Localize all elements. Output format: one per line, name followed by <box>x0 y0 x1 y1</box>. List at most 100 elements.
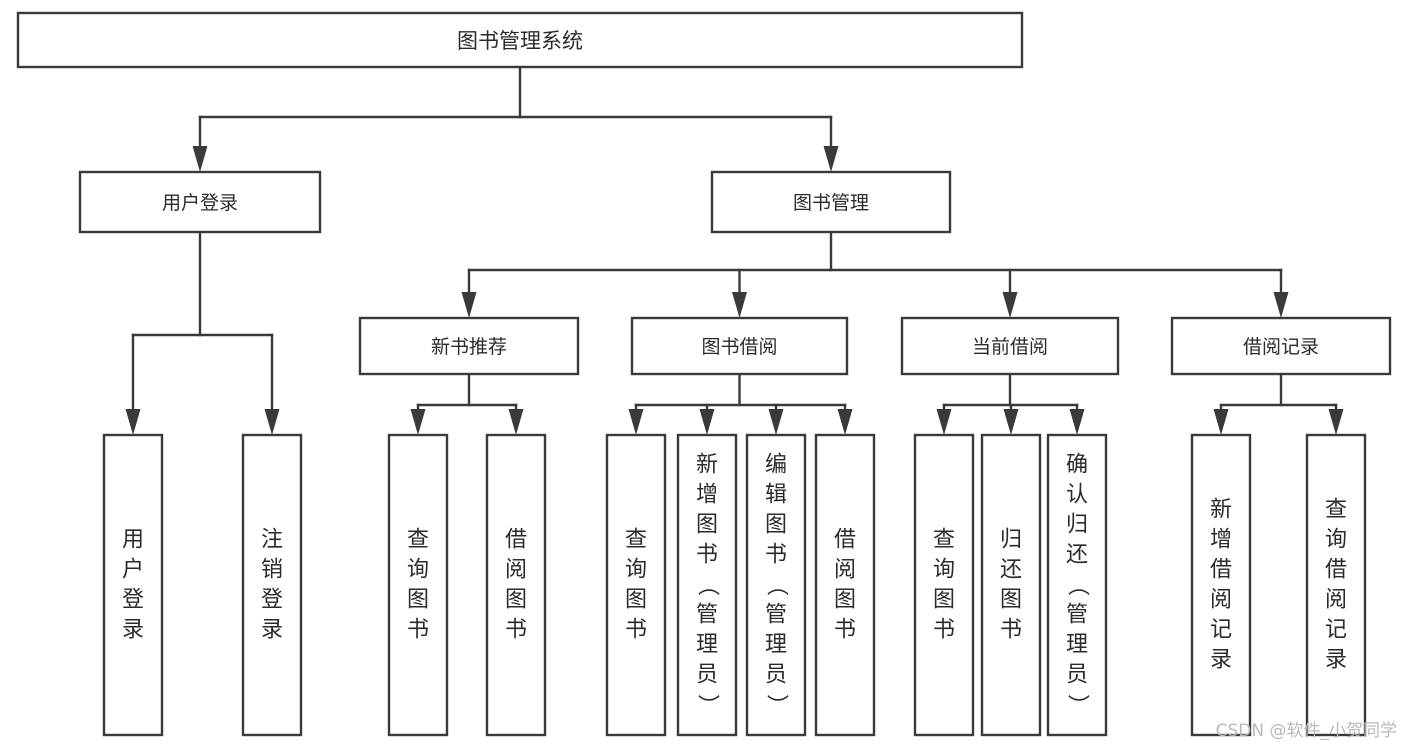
leaf-label-char: 记 <box>1210 618 1232 643</box>
level2-node-book-management[interactable] <box>710 170 952 234</box>
leaf-label-char: 查 <box>1325 498 1347 523</box>
leaf-label-char: 查 <box>625 528 647 553</box>
leaf-node-box[interactable] <box>745 433 807 737</box>
leaf-label-char: 图 <box>834 588 856 613</box>
arrow-head-icon <box>461 292 477 318</box>
leaf-label-char: 户 <box>122 558 144 583</box>
leaf-node-box[interactable] <box>485 433 547 737</box>
leaf-label-char: 员 <box>696 663 718 688</box>
level2-node-user-login-label: 用户登录 <box>162 192 238 214</box>
leaf-label-char: 员 <box>1066 663 1088 688</box>
leaf-label-char: 管 <box>696 603 718 628</box>
leaf-node-box[interactable] <box>913 433 975 737</box>
level3-node-current-borrow[interactable] <box>900 316 1120 376</box>
arrow-head-icon <box>1002 292 1018 318</box>
leaf-label-char: 编 <box>765 453 787 478</box>
leaf-node-box[interactable] <box>676 433 738 737</box>
arrow-head-icon <box>823 146 839 172</box>
leaf-label-char: 归 <box>1000 528 1022 553</box>
leaf-label-char: 查 <box>933 528 955 553</box>
leaf-label-char: 还 <box>1066 543 1088 568</box>
leaf-label-char: 还 <box>1000 558 1022 583</box>
level3-node-borrow-record[interactable] <box>1170 316 1392 376</box>
arrow-head-icon <box>628 409 644 435</box>
leaf-label-char: 阅 <box>505 558 527 583</box>
leaf-label-char: 书 <box>765 543 787 568</box>
leaf-node-box[interactable] <box>102 433 164 737</box>
leaf-label-char: 增 <box>696 483 718 508</box>
leaf-label-char: 录 <box>261 618 283 643</box>
level3-node-borrow-record-label: 借阅记录 <box>1243 336 1319 358</box>
leaf-label-char: （ <box>695 574 720 596</box>
level3-node-current-borrow-label: 当前借阅 <box>972 336 1048 358</box>
leaf-label-char: 录 <box>122 618 144 643</box>
leaf-label-char: 图 <box>407 588 429 613</box>
leaf-node-box[interactable] <box>1305 433 1367 737</box>
arrow-head-icon <box>1213 409 1229 435</box>
level2-node-user-login[interactable] <box>78 170 322 234</box>
node-layer: 图书管理系统用户登录图书管理新书推荐图书借阅当前借阅借阅记录用户登录注销登录查询… <box>16 11 1392 737</box>
leaf-label-char: 询 <box>1325 528 1347 553</box>
leaf-label-char: ） <box>695 694 720 716</box>
leaf-label-char: 图 <box>625 588 647 613</box>
leaf-node-label: 用户登录 <box>122 528 144 643</box>
leaf-node-box[interactable] <box>387 433 449 737</box>
level3-node-new-book-recommend[interactable] <box>358 316 580 376</box>
leaf-node-box[interactable] <box>1190 433 1252 737</box>
leaf-label-char: 辑 <box>765 483 787 508</box>
arrow-head-icon <box>1273 292 1289 318</box>
arrow-head-icon <box>1003 409 1019 435</box>
root-node-root[interactable] <box>16 11 1024 69</box>
leaf-label-char: 录 <box>1325 648 1347 673</box>
leaf-label-char: 借 <box>1210 558 1232 583</box>
arrow-head-icon <box>1328 409 1344 435</box>
leaf-label-char: ） <box>1065 694 1090 716</box>
leaf-label-char: 图 <box>1000 588 1022 613</box>
leaf-node-box[interactable] <box>241 433 303 737</box>
level3-node-new-book-recommend-label: 新书推荐 <box>431 336 507 358</box>
leaf-label-char: 查 <box>407 528 429 553</box>
leaf-label-char: 图 <box>696 513 718 538</box>
leaf-label-char: 书 <box>625 618 647 643</box>
leaf-node-box[interactable] <box>1046 433 1108 737</box>
leaf-label-char: 书 <box>834 618 856 643</box>
leaf-label-char: 理 <box>1066 633 1088 658</box>
leaf-label-char: 图 <box>505 588 527 613</box>
leaf-node-box[interactable] <box>605 433 667 737</box>
level3-node-book-borrow[interactable] <box>630 316 849 376</box>
arrow-head-icon <box>732 292 747 318</box>
root-node-root-label: 图书管理系统 <box>457 29 583 53</box>
leaf-node-box[interactable] <box>814 433 876 737</box>
leaf-label-char: ） <box>764 694 789 716</box>
arrow-head-icon <box>192 146 208 172</box>
arrow-head-icon <box>699 409 715 435</box>
connector-layer <box>125 65 1344 435</box>
arrow-head-icon <box>410 409 426 435</box>
leaf-label-char: 管 <box>765 603 787 628</box>
arrow-head-icon <box>837 409 853 435</box>
leaf-label-char: 注 <box>261 528 283 553</box>
leaf-node-box[interactable] <box>980 433 1042 737</box>
leaf-label-char: 图 <box>933 588 955 613</box>
leaf-label-char: 员 <box>765 663 787 688</box>
leaf-label-char: 确 <box>1066 453 1088 478</box>
level3-node-book-borrow-label: 图书借阅 <box>701 336 777 358</box>
leaf-label-char: 销 <box>261 558 283 583</box>
leaf-label-char: 用 <box>122 528 144 553</box>
leaf-label-char: 理 <box>696 633 718 658</box>
leaf-label-char: 书 <box>407 618 429 643</box>
arrow-head-icon <box>768 409 784 435</box>
leaf-label-char: 书 <box>696 543 718 568</box>
leaf-label-char: 新 <box>696 453 718 478</box>
